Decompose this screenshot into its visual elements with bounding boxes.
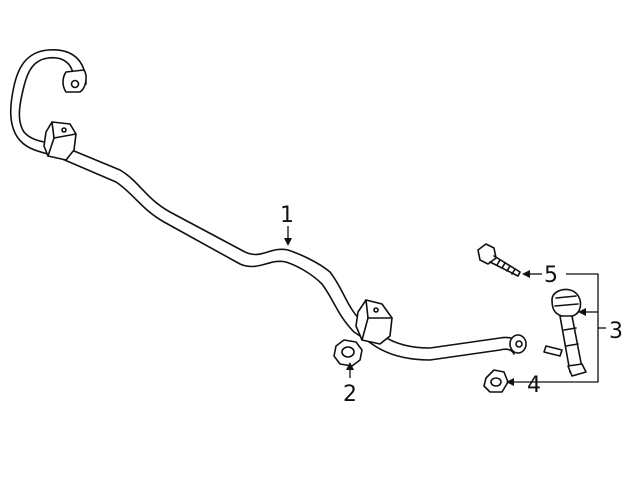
callout-2: 2: [343, 382, 357, 407]
callout-3: 3: [609, 319, 623, 344]
right-bushing: [355, 299, 393, 345]
bolt: [477, 243, 521, 277]
callout-5: 5: [544, 263, 558, 288]
callout-1: 1: [280, 203, 294, 228]
stabilizer-link: [543, 288, 587, 377]
leader-bracket: [512, 273, 599, 383]
left-bushing: [43, 121, 77, 161]
link-nut: [483, 369, 509, 393]
leader-lines: [284, 226, 606, 386]
callout-4: 4: [527, 373, 541, 398]
bushing-nut: [333, 339, 363, 367]
stabilizer-bar: [9, 49, 527, 361]
arrowhead-2: [346, 362, 354, 370]
arrowhead-3: [578, 308, 586, 316]
arrowhead-1: [284, 238, 292, 246]
arrowhead-5: [522, 270, 530, 278]
arrowhead-4: [506, 378, 514, 386]
